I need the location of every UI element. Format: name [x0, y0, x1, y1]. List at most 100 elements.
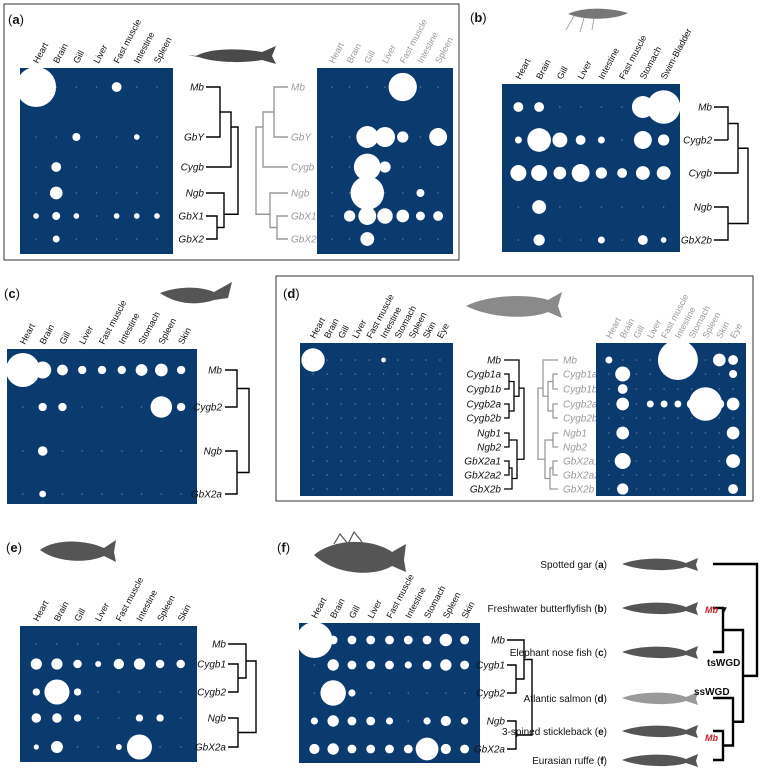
- expression-dot: [348, 166, 351, 168]
- species-name: Freshwater butterflyfish (: [488, 604, 599, 615]
- tissue-label: Skin: [460, 600, 477, 620]
- expression-dot: [52, 235, 60, 243]
- panel-e-gene-label: Mb: [212, 640, 226, 651]
- expression-dot: [649, 359, 652, 361]
- expression-dot: [120, 450, 123, 452]
- expression-dot: [135, 714, 144, 722]
- expression-dot: [350, 176, 385, 210]
- expression-dot: [95, 86, 98, 88]
- expression-dot: [309, 743, 320, 755]
- expression-dot: [726, 426, 740, 440]
- expression-dot: [340, 432, 343, 434]
- expression-dot: [115, 192, 118, 194]
- panel-e-tree: [228, 643, 247, 679]
- mb-loss-marker-b: Mb: [705, 605, 718, 615]
- expression-dot: [396, 432, 399, 434]
- expression-dot: [460, 660, 470, 670]
- panel-e-tree: [228, 663, 239, 693]
- expression-dot: [95, 215, 98, 217]
- expression-dot: [347, 635, 357, 645]
- expression-dot: [608, 446, 610, 448]
- expression-dot: [348, 238, 351, 240]
- expression-dot: [517, 206, 520, 208]
- panel-label-part: ): [295, 286, 299, 301]
- fish-body: [466, 292, 562, 318]
- matrix-background: [300, 343, 453, 496]
- expression-dot: [440, 659, 452, 671]
- expression-dot: [354, 388, 357, 390]
- expression-dot: [56, 643, 58, 645]
- panel-d-tree: [504, 359, 520, 397]
- panel-d-tree: [509, 439, 518, 480]
- species-panel-key: f: [600, 756, 604, 767]
- expression-dot: [460, 744, 470, 754]
- expression-dot: [656, 166, 671, 180]
- expression-dot: [368, 474, 371, 476]
- stickleback-image: [40, 540, 116, 562]
- expression-dot: [326, 359, 328, 361]
- expression-dot: [439, 633, 453, 647]
- expression-dot: [649, 446, 652, 448]
- panel-d-frame: [275, 275, 754, 502]
- expression-dot: [419, 136, 422, 138]
- expression-dot: [340, 417, 343, 419]
- panel-label-part: (: [4, 286, 9, 301]
- expression-dot: [348, 136, 351, 138]
- tissue-label: Heart: [513, 56, 532, 81]
- expression-dot: [348, 192, 351, 194]
- expression-dot: [533, 234, 545, 246]
- panel-a-tree: [206, 215, 218, 240]
- expression-dot: [690, 388, 693, 390]
- expression-dot: [704, 460, 707, 462]
- expression-dot: [677, 446, 679, 448]
- expression-dot: [159, 746, 161, 748]
- expression-dot: [677, 373, 679, 375]
- expression-dot: [327, 715, 339, 727]
- expression-dot: [552, 132, 568, 148]
- species-fish-icon: [622, 725, 698, 738]
- expression-dot: [154, 213, 160, 219]
- expression-dot: [425, 488, 427, 490]
- panel-f-tree: [507, 664, 517, 694]
- panel-a-gene-label: GbX2: [178, 235, 204, 246]
- expression-dot: [331, 215, 333, 217]
- expression-dot: [176, 365, 186, 375]
- expression-dot: [312, 446, 314, 448]
- expression-dot: [635, 373, 638, 375]
- panel-d-gene-label-gray: Cygb2a: [563, 400, 598, 411]
- expression-dot: [140, 493, 143, 495]
- panel-a-tree: [206, 86, 221, 138]
- expression-dot: [425, 446, 427, 448]
- expression-dot: [403, 635, 413, 645]
- expression-dot: [396, 403, 399, 405]
- expression-dot: [159, 691, 161, 693]
- expression-dot: [401, 192, 404, 194]
- panel-b-tree: [714, 206, 729, 241]
- expression-dot: [35, 192, 37, 194]
- expression-dot: [425, 373, 427, 375]
- expression-dot: [327, 659, 339, 671]
- expression-dot: [133, 658, 146, 670]
- species-panel-key: e: [598, 727, 604, 738]
- species-name: 3-spined stickleback (: [502, 727, 599, 738]
- expression-dot: [422, 635, 432, 645]
- expression-dot: [690, 432, 693, 434]
- expression-dot: [677, 432, 679, 434]
- expression-dot: [343, 210, 356, 222]
- expression-dot: [396, 446, 399, 448]
- expression-dot: [410, 388, 413, 390]
- expression-dot: [688, 387, 723, 421]
- expression-dot: [55, 86, 58, 88]
- expression-dot: [33, 744, 39, 750]
- expression-dot: [401, 238, 404, 240]
- expression-dot: [608, 403, 610, 405]
- expression-dot: [396, 373, 399, 375]
- expression-dot: [439, 446, 441, 448]
- expression-dot: [415, 211, 425, 221]
- expression-dot: [532, 200, 547, 214]
- species-fish-icon: [622, 646, 698, 659]
- expression-dot: [78, 365, 87, 375]
- expression-dot: [331, 238, 333, 240]
- expression-dot: [396, 460, 399, 462]
